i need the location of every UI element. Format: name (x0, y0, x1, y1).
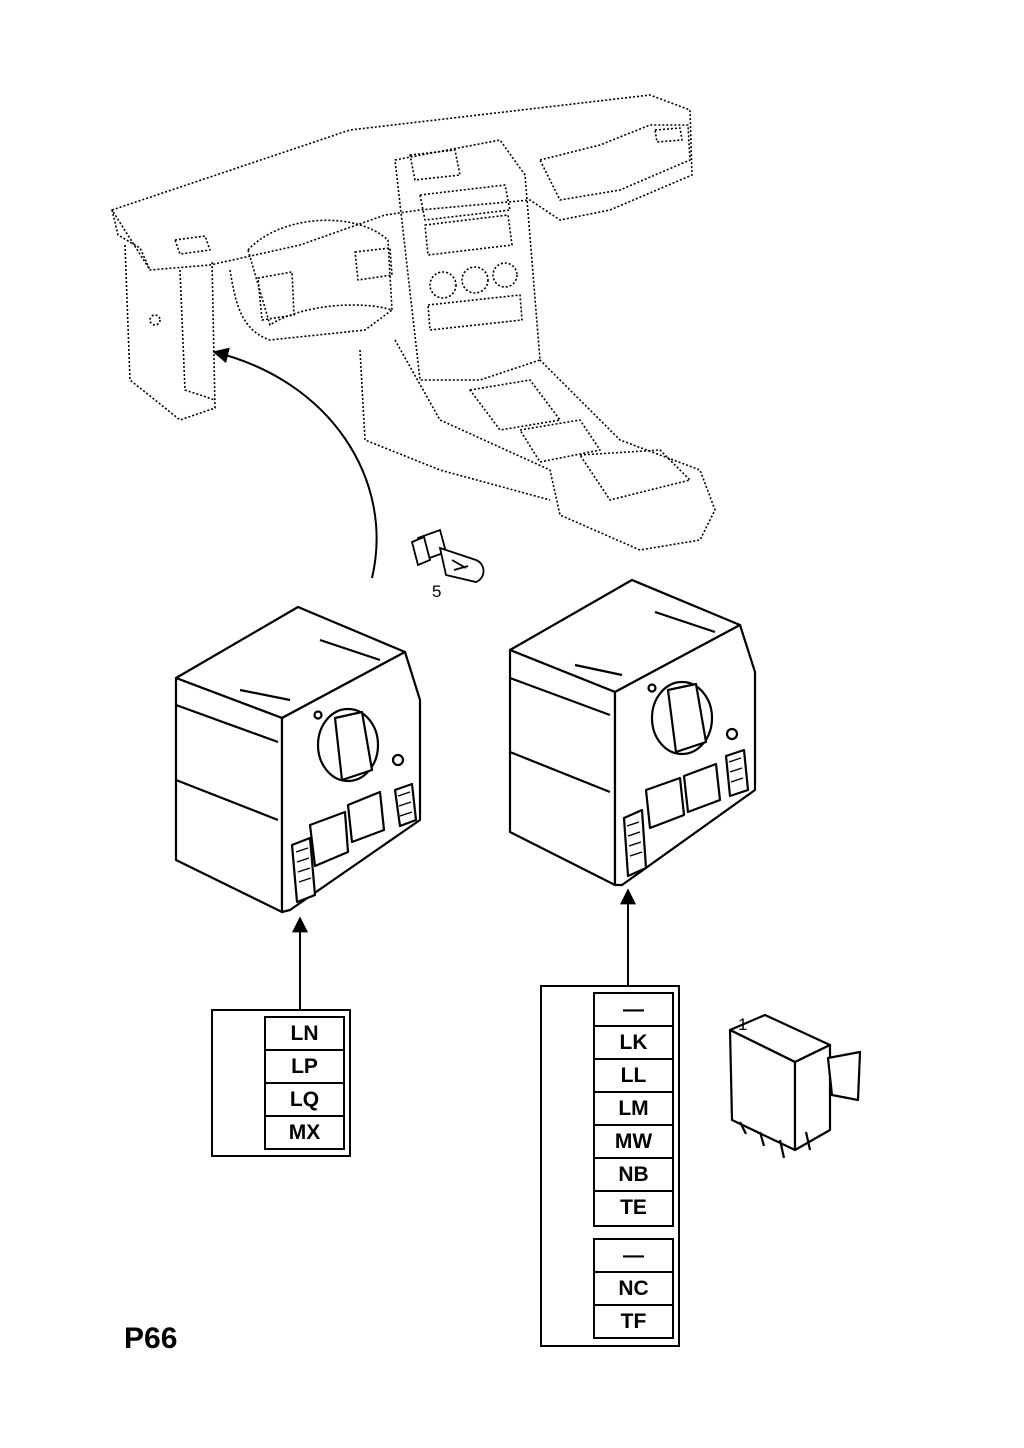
part-code-cell: NB (595, 1159, 672, 1192)
part-code-cell: LM (595, 1093, 672, 1126)
part-code-cell: — (595, 994, 672, 1027)
dashboard-illustration (111, 94, 716, 551)
part-code-cell: TE (620, 1195, 647, 1219)
part-code-cell: LN (266, 1018, 343, 1051)
part-code-cell: LP (266, 1051, 343, 1084)
part-code-cell: LQ (266, 1084, 343, 1117)
part-code-cell: LK (595, 1027, 672, 1060)
part-code-table-3-4: — LK LL LM MW NB TE — NC TF (540, 985, 680, 1347)
part-code-cell: TF (620, 1309, 647, 1333)
part-code-cell: MX (288, 1120, 321, 1144)
part-code-cell: NC (595, 1273, 672, 1306)
part-code-cell: MW (595, 1126, 672, 1159)
part-code-table-2: LN LP LQ MX (211, 1009, 351, 1157)
light-switch-illustration (174, 605, 422, 914)
callout-number-5: 5 (432, 582, 442, 601)
light-switch-illustration (508, 578, 757, 887)
part-code-group-3: — LK LL LM MW NB TE (593, 992, 674, 1227)
bulb-illustration (410, 528, 485, 583)
part-code-group-4: — NC TF (593, 1238, 674, 1339)
part-code-group-2: LN LP LQ MX (264, 1016, 345, 1150)
dashboard-leader-arrow (212, 347, 378, 579)
page-code: P66 (124, 1322, 178, 1355)
callout-number-1: 1 (738, 1015, 748, 1034)
relay-illustration (728, 1013, 862, 1159)
part-code-cell: — (595, 1240, 672, 1273)
part-code-cell: LL (595, 1060, 672, 1093)
